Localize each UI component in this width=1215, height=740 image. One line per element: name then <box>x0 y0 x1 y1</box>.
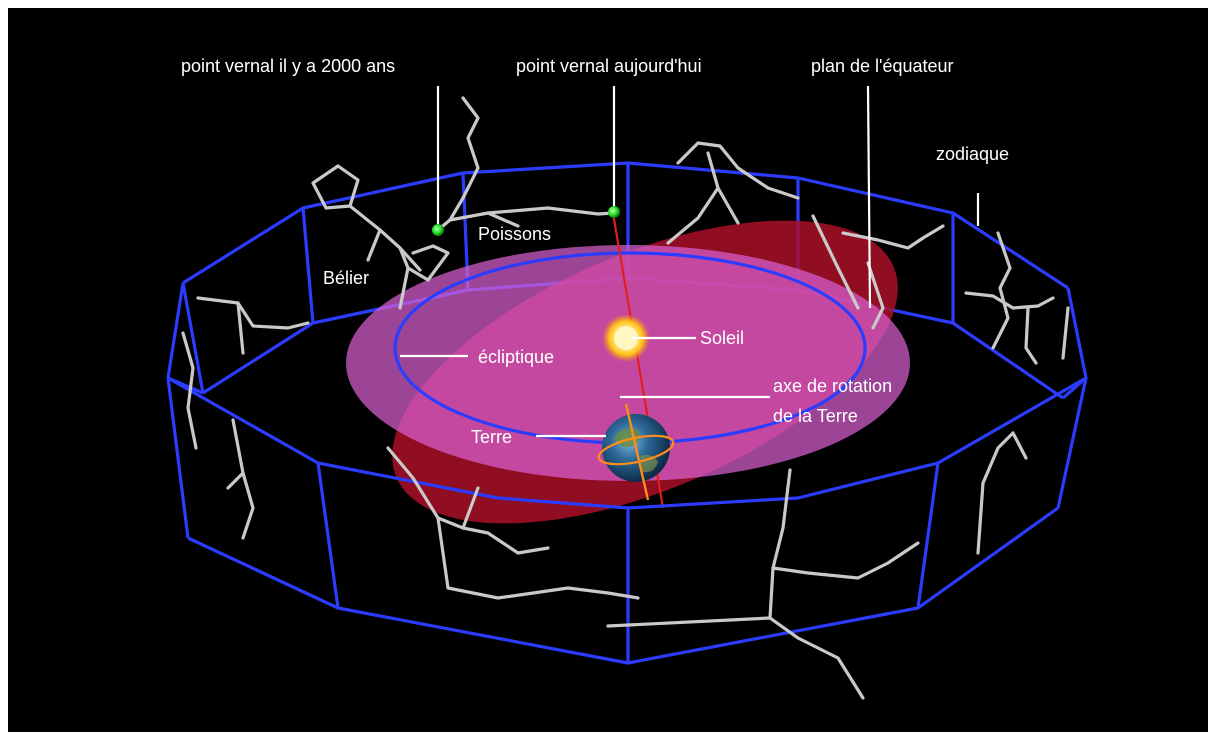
sun-icon <box>602 314 650 362</box>
vernal-point-2000-marker <box>432 224 444 236</box>
vernal-point-today-marker <box>608 206 620 218</box>
zodiac-diagram: point vernal il y a 2000 ans point verna… <box>8 8 1208 732</box>
label-vernal-today: point vernal aujourd'hui <box>516 56 702 76</box>
label-sun: Soleil <box>700 328 744 348</box>
label-leaders <box>400 85 980 438</box>
label-equator-plane: plan de l'équateur <box>811 56 954 76</box>
label-pisces: Poissons <box>478 224 551 244</box>
label-aries: Bélier <box>323 268 369 288</box>
label-vernal-2000: point vernal il y a 2000 ans <box>181 56 395 76</box>
diagram-frame: point vernal il y a 2000 ans point verna… <box>8 8 1208 732</box>
earth-icon <box>597 403 675 501</box>
label-zodiac: zodiaque <box>936 144 1009 164</box>
label-axis-line2: de la Terre <box>773 406 858 426</box>
label-earth: Terre <box>471 427 512 447</box>
constellation-lines <box>181 96 1070 700</box>
label-axis-line1: axe de rotation <box>773 376 892 396</box>
zodiac-band-front <box>166 282 1088 665</box>
label-ecliptic: écliptique <box>478 347 554 367</box>
